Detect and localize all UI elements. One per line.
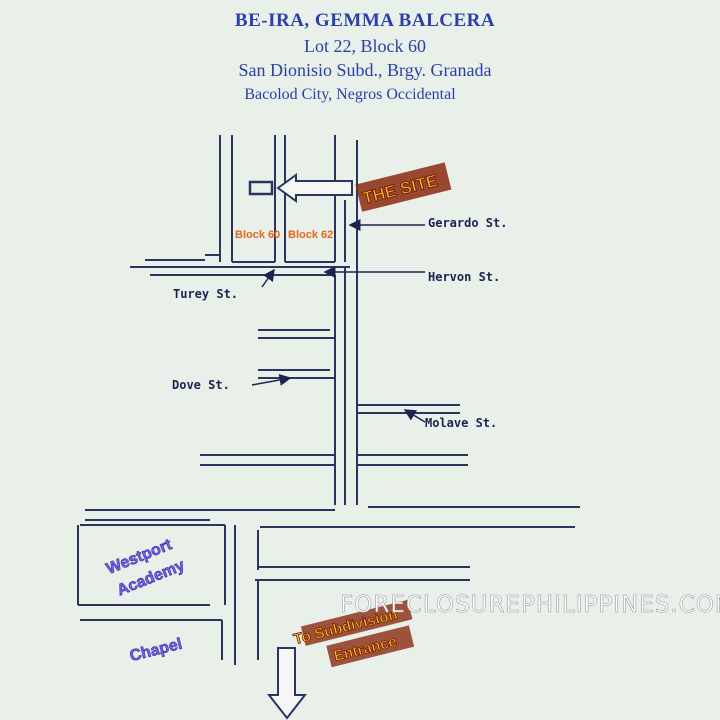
block-label-60: Block 60 xyxy=(235,229,280,241)
owner-name: BE-IRA, GEMMA BALCERA xyxy=(234,10,496,31)
block-label-62: Block 62 xyxy=(288,229,333,241)
city-address: Bacolod City, Negros Occidental xyxy=(244,86,456,103)
chapel-label-group: Chapel xyxy=(128,635,184,665)
site-pointer-arrow xyxy=(276,173,353,203)
street-label-dove: Dove St. xyxy=(172,378,230,392)
street-label-molave: Molave St. xyxy=(425,416,497,430)
chapel-label: Chapel xyxy=(128,636,184,665)
site-marker xyxy=(248,180,274,196)
street-label-gerardo: Gerardo St. xyxy=(428,216,507,230)
subdivision-address: San Dionisio Subd., Brgy. Granada xyxy=(238,60,492,80)
road-lines xyxy=(77,135,580,665)
watermark: FORECLOSUREPHILIPPINES.COM xyxy=(340,592,720,618)
south-arrow xyxy=(266,647,308,720)
street-label-hervon: Hervon St. xyxy=(428,270,500,284)
lot-block: Lot 22, Block 60 xyxy=(304,36,426,56)
westport-academy-label: Westport Academy xyxy=(104,536,188,600)
site-label-group: THE SITE xyxy=(355,162,452,212)
street-label-turey: Turey St. xyxy=(173,287,238,301)
street-pointers xyxy=(251,219,426,423)
